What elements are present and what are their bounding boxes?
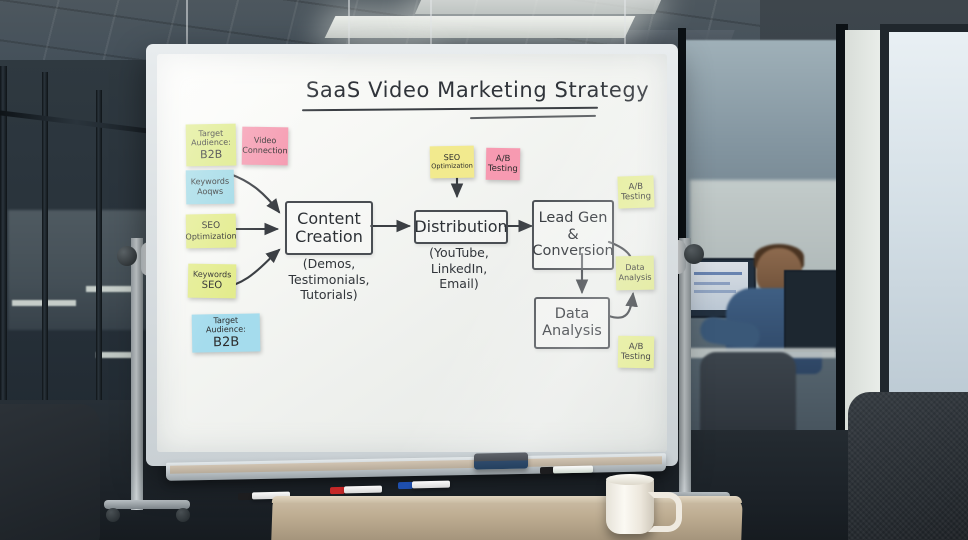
office-chair-foreground[interactable] <box>848 392 968 540</box>
whiteboard-stand-foot <box>104 500 190 509</box>
note-line-1: A/B <box>628 341 644 352</box>
marker-red-cap[interactable] <box>330 486 345 495</box>
coffee-mug[interactable] <box>606 476 654 534</box>
sticky-note-ab-testing-right[interactable]: A/B Testing <box>617 175 655 209</box>
note-line-2: SEO <box>201 279 223 291</box>
sticky-note-seo-optimization-top[interactable]: SEO Optimization <box>429 145 475 179</box>
note-line-3: B2B <box>200 147 223 162</box>
note-line-1: Data <box>625 263 645 273</box>
note-line-2: Analysis <box>618 272 652 283</box>
marker-green-cap[interactable] <box>540 466 554 475</box>
ceiling-hanger-wire <box>624 0 626 44</box>
marker-black-left-cap[interactable] <box>238 492 253 501</box>
office-chair-left-foreground <box>0 404 100 540</box>
sticky-note-data-analysis-right[interactable]: Data Analysis <box>615 255 655 291</box>
chair-mesh-texture <box>848 392 968 540</box>
flow-node-distribution[interactable]: Distribution <box>414 210 508 244</box>
whiteboard-eraser[interactable] <box>474 452 528 470</box>
window-frame <box>880 24 968 32</box>
corridor-mullion <box>96 90 102 460</box>
marker-red[interactable] <box>344 485 382 494</box>
note-line-1: A/B <box>628 181 644 193</box>
sticky-note-target-audience-top[interactable]: Target Audience: B2B <box>185 123 237 167</box>
corridor-mullion <box>42 72 48 472</box>
window <box>885 30 968 430</box>
note-line-1: A/B <box>495 153 511 164</box>
whiteboard-stand-leg <box>679 238 691 500</box>
marker-green[interactable] <box>553 465 593 474</box>
marker-blue-cap[interactable] <box>398 481 413 490</box>
flow-node-distribution-detail: (YouTube, LinkedIn, Email) <box>429 245 489 292</box>
sticky-note-seo-optimization-left[interactable]: SEO Optimization <box>185 213 237 249</box>
monitor-right <box>784 270 844 352</box>
corridor-ceiling-light <box>96 352 140 358</box>
flow-node-lead-gen-conversion[interactable]: Lead Gen & Conversion <box>532 200 614 270</box>
corridor-ceiling-light <box>86 286 140 292</box>
note-line-1: Target <box>198 128 224 139</box>
sticky-note-ab-testing-top[interactable]: A/B Testing <box>485 147 521 181</box>
sticky-note-ab-testing-bottom[interactable]: A/B Testing <box>617 335 655 369</box>
window-frame <box>880 24 889 424</box>
whiteboard-pivot-knob[interactable] <box>684 244 704 264</box>
note-line-1: Keywords <box>192 269 232 280</box>
note-line-1: Target Audience: <box>205 315 246 335</box>
coffee-mug-handle <box>648 492 682 532</box>
flow-node-content-creation-detail: (Demos, Testimonials, Tutorials) <box>288 256 370 303</box>
sticky-note-target-audience-bottom[interactable]: Target Audience: B2B <box>191 313 261 353</box>
whiteboard-stand-leg <box>131 238 143 510</box>
ceiling-hanger-wire <box>186 0 188 48</box>
note-line-2: Aoqws <box>196 186 224 197</box>
note-line-2: Testing <box>620 351 651 363</box>
coffee-mug-rim <box>606 474 654 485</box>
note-line-2: Testing <box>487 163 518 175</box>
sticky-note-video-connection[interactable]: Video Connection <box>241 126 289 166</box>
whiteboard-caster <box>106 508 120 522</box>
sticky-note-keywords-seo[interactable]: Keywords SEO <box>187 263 237 299</box>
screen-content-line <box>694 290 736 293</box>
note-line-2: Audience: <box>190 138 231 148</box>
ceiling-hanger-wire <box>348 0 350 50</box>
whiteboard-title: SaaS Video Marketing Strategy <box>306 78 650 102</box>
note-line-2: Connection <box>242 145 288 156</box>
flow-node-data-analysis[interactable]: Data Analysis <box>534 297 610 349</box>
note-line-1: Video <box>253 136 277 146</box>
ceiling-light <box>324 16 636 38</box>
screen-content-line <box>694 272 742 275</box>
note-line-1: Keywords <box>190 177 230 187</box>
note-line-1: SEO <box>201 220 221 231</box>
flow-node-content-creation[interactable]: Content Creation <box>285 201 373 255</box>
ceiling-hanger-wire <box>430 0 432 46</box>
note-line-2: Testing <box>621 191 652 203</box>
marker-blue[interactable] <box>412 480 450 489</box>
note-line-2: Optimization <box>185 231 237 242</box>
sticky-note-keywords-aoqws[interactable]: Keywords Aoqws <box>185 169 235 205</box>
note-line-2: Optimization <box>431 161 473 171</box>
corridor-mullion <box>0 66 7 486</box>
whiteboard-caster <box>176 508 190 522</box>
note-line-2: B2B <box>212 334 240 351</box>
screen-content-line <box>694 282 730 285</box>
whiteboard-pivot-knob[interactable] <box>117 246 137 266</box>
